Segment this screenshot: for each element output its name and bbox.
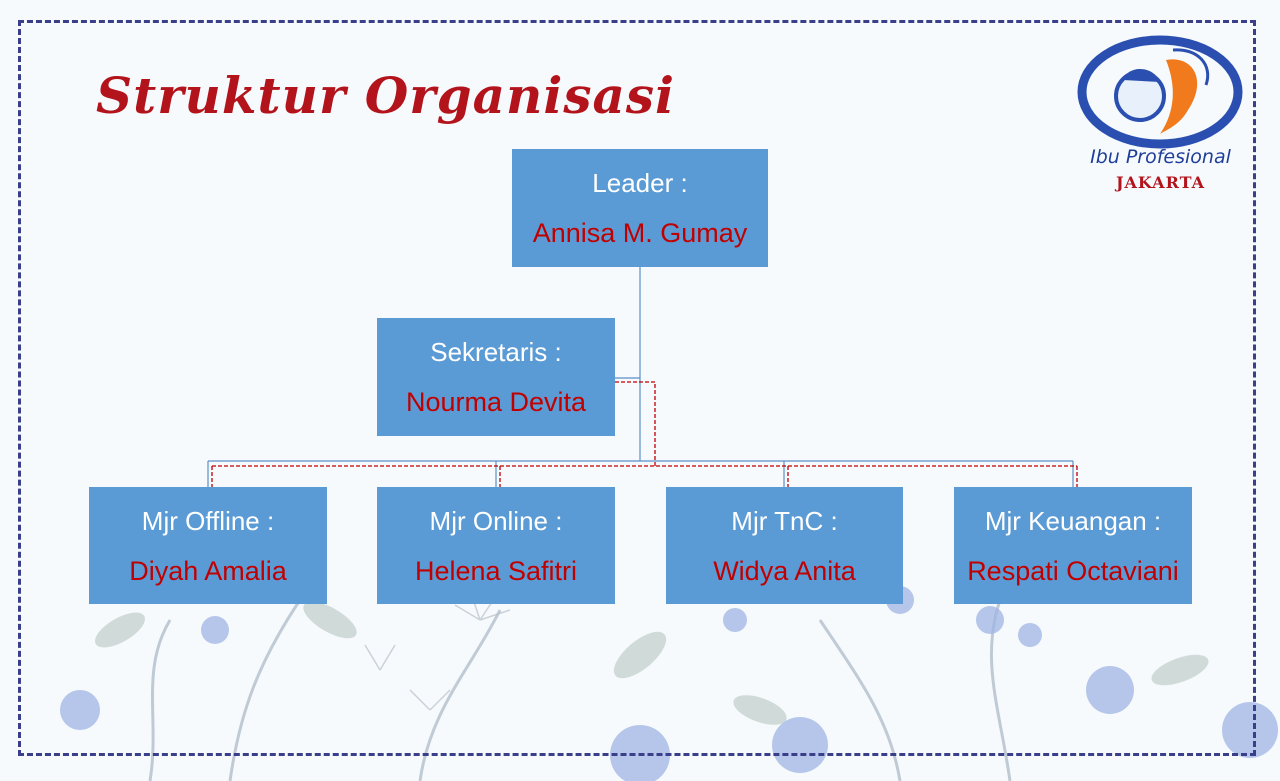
ibu-profesional-logo — [1077, 35, 1243, 149]
manager-name: Respati Octaviani — [967, 555, 1179, 586]
leader-box: Leader : Annisa M. Gumay — [512, 149, 768, 267]
manager-name: Widya Anita — [713, 555, 856, 586]
secretary-name: Nourma Devita — [405, 387, 587, 417]
manager-name: Helena Safitri — [414, 555, 578, 586]
secretary-box: Sekretaris : Nourma Devita — [377, 318, 615, 436]
page-title: Struktur Organisasi — [96, 66, 676, 125]
manager-box-offline: Mjr Offline : Diyah Amalia — [89, 487, 327, 604]
manager-role: Mjr Online : — [429, 505, 563, 536]
secretary-role: Sekretaris : — [430, 337, 562, 367]
leader-role: Leader : — [592, 168, 688, 198]
logo-city: JAKARTA — [1115, 173, 1206, 192]
leader-name: Annisa M. Gumay — [532, 218, 748, 248]
logo-name: Ibu Profesional — [1090, 146, 1231, 168]
manager-box-keuangan: Mjr Keuangan : Respati Octaviani — [954, 487, 1192, 604]
manager-box-tnc: Mjr TnC : Widya Anita — [666, 487, 903, 604]
manager-name: Diyah Amalia — [129, 555, 287, 586]
manager-role: Mjr Offline : — [141, 505, 275, 536]
manager-role: Mjr TnC : — [731, 505, 838, 536]
manager-role: Mjr Keuangan : — [984, 505, 1162, 536]
dashed-border — [18, 20, 1256, 756]
manager-box-online: Mjr Online : Helena Safitri — [377, 487, 615, 604]
